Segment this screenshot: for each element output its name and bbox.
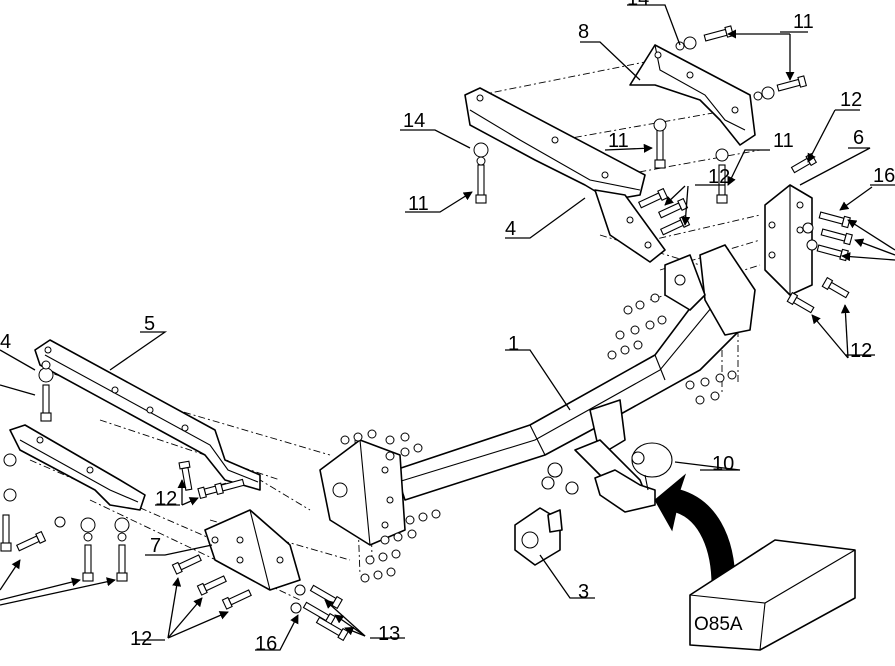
- label-14-mid: 14: [403, 110, 425, 132]
- label-10: 10: [712, 453, 734, 475]
- model-code-text: O85A: [694, 614, 743, 635]
- label-8: 8: [578, 21, 589, 43]
- label-4-left: 4: [0, 331, 11, 353]
- leader-lines: [0, 4, 895, 651]
- label-4: 4: [505, 218, 516, 240]
- label-12-top-right: 12: [840, 89, 862, 111]
- label-1: 1: [508, 333, 519, 355]
- label-5: 5: [144, 313, 155, 335]
- label-6: 6: [853, 127, 864, 149]
- model-box: O85A: [689, 539, 856, 651]
- bracket-part-5: [34, 339, 261, 491]
- label-12-bottom: 12: [130, 628, 152, 650]
- label-16-right: 16: [873, 165, 895, 187]
- install-arrow: [654, 473, 736, 586]
- towball-part-10: [541, 439, 673, 513]
- label-11-left: 11: [408, 193, 429, 215]
- bracket-part-8: [629, 44, 756, 146]
- label-11-top-right: 11: [793, 11, 814, 33]
- label-12-left: 12: [155, 488, 177, 510]
- label-3: 3: [578, 581, 589, 603]
- side-plate-part-7: [204, 509, 301, 591]
- bracket-left-lower: [9, 424, 146, 511]
- label-12-right: 12: [850, 340, 872, 362]
- side-plate-part-6: [764, 184, 813, 296]
- label-13: 13: [378, 623, 400, 645]
- label-14-top: 14: [627, 0, 649, 10]
- label-11-right: 11: [773, 130, 794, 152]
- label-12-top: 12: [708, 166, 730, 188]
- label-16-bottom: 16: [255, 633, 277, 655]
- label-11-mid: 11: [608, 130, 629, 152]
- label-7: 7: [150, 535, 161, 557]
- socket-plate-part-3: [514, 507, 563, 566]
- bracket-part-4: [464, 87, 666, 263]
- crossbar-part-1: [319, 244, 756, 546]
